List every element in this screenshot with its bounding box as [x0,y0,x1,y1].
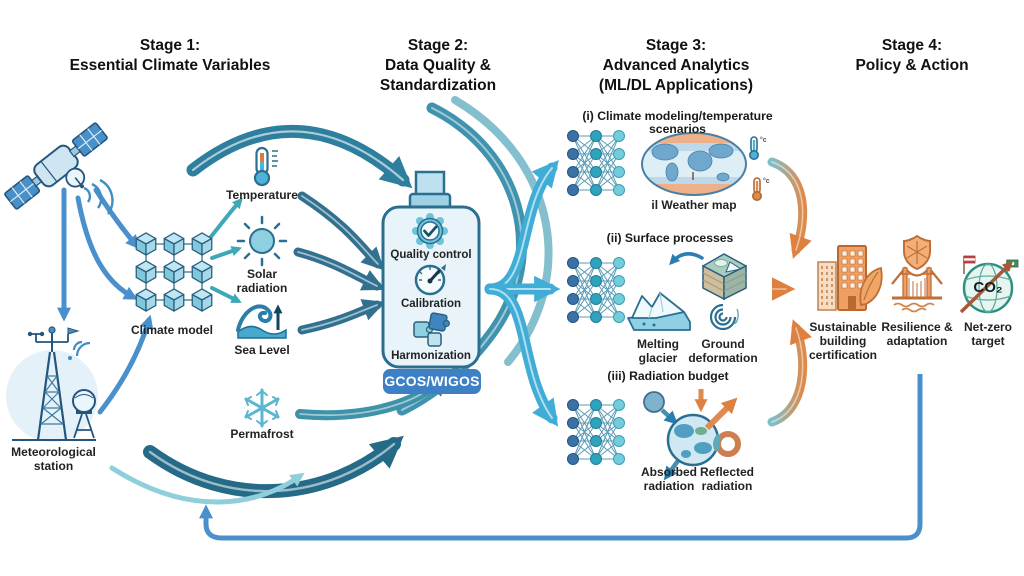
snowflake-icon [244,388,280,428]
netzero-arrow [959,261,1014,314]
flag-icon [963,255,976,274]
co2-label: CO₂ [973,279,1003,296]
netzero-globe-icon [959,255,1019,314]
weather-map-label: il Weather map [651,198,737,212]
wave-icon [236,304,287,339]
stage2-header: Stage 2:Data Quality &Standardization [379,37,497,94]
stage4-header: Stage 4:Policy & Action [855,37,969,74]
resilience-adaptation-label: Resilience &adaptation [881,320,953,348]
permafrost-label: Permafrost [230,427,294,441]
meteorological-station-icon [6,326,98,442]
quality-control-badge-icon [412,213,448,249]
calibration-gauge-icon [414,264,446,296]
thermometer-cold-icon [748,136,759,161]
neural-network-icon [567,399,625,465]
radiation-budget-icon [643,389,741,481]
climate-model-label: Climate model [130,323,214,337]
standardization-funnel [381,170,481,369]
thermometer-unit: °c [763,178,770,185]
block-to-glacier-arrow [669,252,704,266]
sea-level-label: Sea Level [234,343,290,357]
resilience-bridge-icon [891,234,943,313]
arrow-satellite-to-model-2 [75,195,138,300]
feedback-loop-arrow [199,374,923,541]
melting-glacier-icon [627,292,691,331]
weather-map-icon [641,132,747,196]
sun-sphere-icon [643,391,665,413]
climate-model-icon [135,232,213,312]
quality-control-label: Quality control [390,249,472,261]
calibration-label: Calibration [400,298,462,310]
satellite-icon [4,122,108,210]
reflected-ring-icon [715,431,741,457]
ground-deformation-icon [702,253,747,301]
harmonization-label: Harmonization [391,350,471,362]
arrow-station-to-model [97,314,154,415]
flow-bottom-light [109,465,305,505]
thermometer-warm-icon [751,177,762,202]
leaf-icon [859,266,883,307]
sustainable-building-icon [817,245,883,311]
reflected-arrow [704,397,738,431]
shield-icon [903,234,931,271]
neural-network-icon [567,257,625,323]
gcos-wigos-badge: GCOS/WIGOS [383,369,481,394]
stage1-to-stage2-flows [109,96,553,505]
satellite-signal-icon [83,178,114,215]
row2-heading: (ii) Surface processes [606,231,734,245]
stage3-to-stage4-flows [739,157,812,427]
neural-network-icon [567,130,625,196]
harmonization-puzzle-icon [413,312,450,347]
row3-heading: (iii) Radiation budget [607,369,729,383]
stage3-header: Stage 3:Advanced Analytics(ML/DL Applica… [598,37,754,94]
stage1-header: Stage 1:Essential Climate Variables [69,37,271,74]
row1-heading: (i) Climate modeling/temperature scenari… [582,109,773,137]
stage2-to-stage3-flows [484,159,561,427]
thermometer-unit: °c [760,137,767,144]
thermometer-icon [253,146,278,187]
temperature-label: Temperature [226,188,298,202]
interferogram-spiral-icon [709,303,739,331]
sun-icon [236,215,288,267]
